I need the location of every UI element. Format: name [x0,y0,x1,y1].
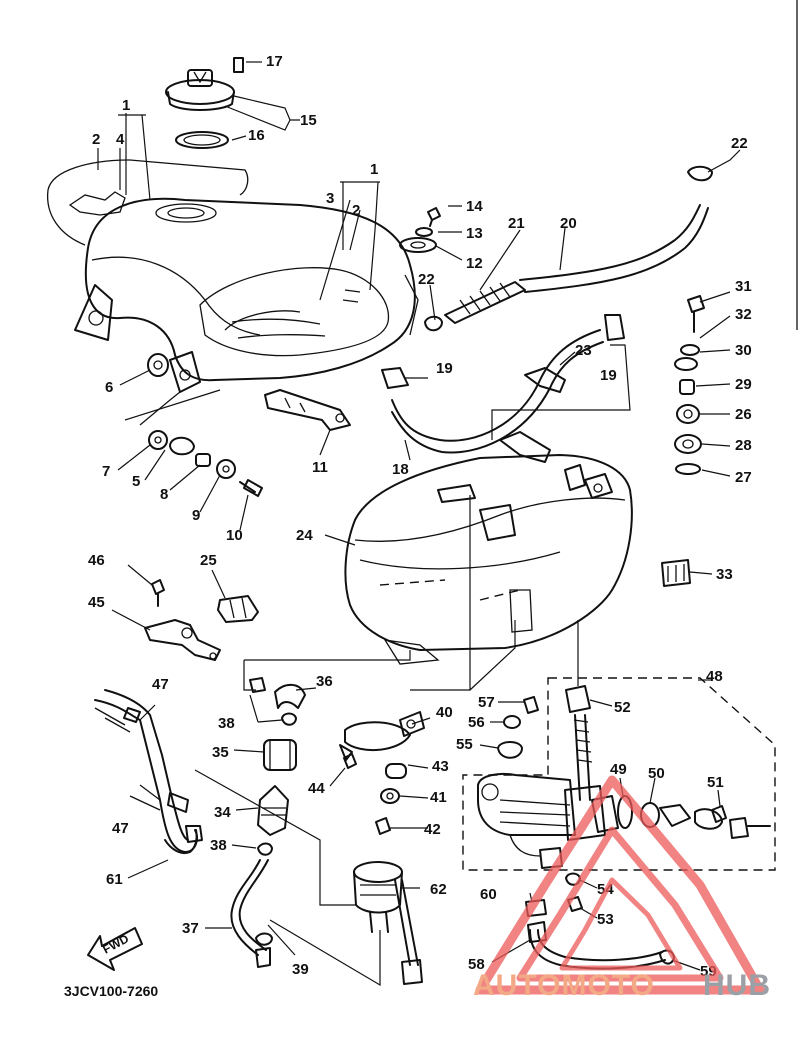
callout-47b: 47 [112,820,129,837]
callout-17: 17 [266,53,283,70]
washer-stack-12-14 [399,207,441,253]
callout-9: 9 [192,507,200,524]
callout-50: 50 [648,765,665,782]
callout-45: 45 [88,594,105,611]
callout-23: 23 [575,342,592,359]
tank-outline-guide [47,159,249,246]
callout-62: 62 [430,881,447,898]
callout-5: 5 [132,473,140,490]
callout-44: 44 [308,780,325,797]
callout-2a: 2 [92,131,100,148]
callout-30: 30 [735,342,752,359]
callout-28: 28 [735,437,752,454]
callout-52: 52 [614,699,631,716]
callout-61: 61 [106,871,123,888]
callout-26: 26 [735,406,752,423]
callout-22a: 22 [731,135,748,152]
callout-7: 7 [102,463,110,480]
callout-labels: 1 1 2 2 3 4 5 6 7 8 9 10 11 12 13 14 15 … [88,53,752,980]
callout-25: 25 [200,552,217,569]
callout-19b: 19 [600,367,617,384]
callout-1a: 1 [122,97,130,114]
callout-33: 33 [716,566,733,583]
callout-19a: 19 [436,360,453,377]
clip-33 [661,559,691,587]
callout-42: 42 [424,821,441,838]
fuel-cap [165,57,244,149]
callout-40: 40 [436,704,453,721]
callout-35: 35 [212,744,229,761]
bracket-11 [264,389,351,431]
inner-fuel-tank [344,431,633,665]
fuel-cock-assembly [462,677,776,970]
watermark-logo-icon [475,775,765,995]
callout-56: 56 [468,714,485,731]
callout-31: 31 [735,278,752,295]
callout-46: 46 [88,552,105,569]
callout-48: 48 [706,668,723,685]
leader-lines [97,61,741,987]
callout-37: 37 [182,920,199,937]
callout-43: 43 [432,758,449,775]
callout-39: 39 [292,961,309,978]
callout-6: 6 [105,379,113,396]
callout-18: 18 [392,461,409,478]
callout-32: 32 [735,306,752,323]
callout-51: 51 [707,774,724,791]
mount-hardware-right [674,295,705,475]
callout-12: 12 [466,255,483,272]
callout-36: 36 [316,673,333,690]
hoses-upper [381,165,713,454]
callout-8: 8 [160,486,168,503]
callout-29: 29 [735,376,752,393]
callout-27: 27 [735,469,752,486]
callout-38b: 38 [210,837,227,854]
callout-2b: 2 [352,202,360,219]
callout-11: 11 [312,459,328,476]
callout-13: 13 [466,225,483,242]
fuel-filter-lines-left [94,677,306,968]
callout-41: 41 [430,789,447,806]
callout-60: 60 [480,886,497,903]
callout-58: 58 [468,956,485,973]
parts-25-45-46 [144,579,259,661]
mount-hardware-left [147,353,263,497]
callout-47a: 47 [152,676,169,693]
callout-49: 49 [610,761,627,778]
callout-57: 57 [478,694,495,711]
callout-14: 14 [466,198,483,215]
fuel-pump-62 [353,861,423,985]
callout-16: 16 [248,127,265,144]
callout-53: 53 [597,911,614,928]
clip-23 [524,367,566,393]
callout-20: 20 [560,215,577,232]
watermark-text-left: AUTOMOTO [473,969,655,1002]
watermark-text-right: HUB [703,969,771,1002]
callout-34: 34 [214,804,231,821]
callout-38a: 38 [218,715,235,732]
callout-10: 10 [226,527,243,544]
fwd-arrow-icon [87,927,143,971]
callout-21: 21 [508,215,525,232]
fuel-tank-upper [74,197,419,393]
diagram-code: 3JCV100-7260 [64,983,159,999]
callout-15: 15 [300,112,317,129]
callout-55: 55 [456,736,473,753]
callout-24: 24 [296,527,313,544]
callout-4: 4 [116,131,125,148]
callout-1b: 1 [370,161,378,178]
bracket-and-grommets-40-57 [339,696,539,835]
callout-22b: 22 [418,271,435,288]
callout-3: 3 [326,190,334,207]
